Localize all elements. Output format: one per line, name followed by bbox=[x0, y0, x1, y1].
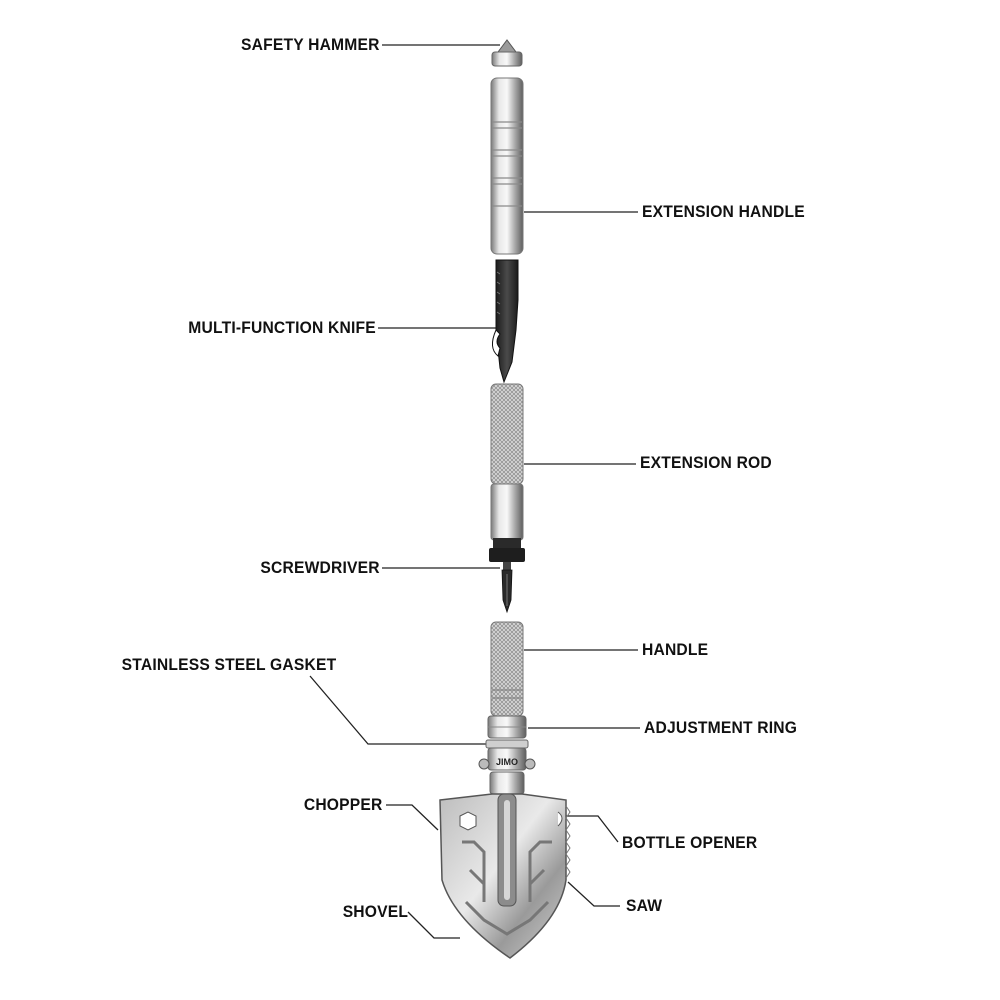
leader-lines bbox=[309, 44, 640, 939]
stainless-steel-gasket-part bbox=[485, 739, 529, 749]
label-extension-handle: EXTENSION HANDLE bbox=[642, 202, 805, 221]
label-extension-rod: EXTENSION ROD bbox=[640, 453, 772, 472]
screwdriver-part bbox=[501, 562, 513, 614]
label-chopper: CHOPPER bbox=[303, 795, 382, 814]
label-safety-hammer: SAFETY HAMMER bbox=[241, 35, 380, 54]
extension-handle-part bbox=[490, 77, 524, 255]
collar-part bbox=[478, 747, 536, 795]
multi-function-knife-part bbox=[492, 259, 519, 384]
label-handle: HANDLE bbox=[642, 640, 709, 659]
adjustment-ring-part bbox=[487, 715, 527, 739]
shovel-blade-part bbox=[439, 793, 571, 959]
label-multi-function-knife: MULTI-FUNCTION KNIFE bbox=[188, 318, 376, 337]
safety-hammer-part bbox=[491, 39, 523, 67]
extension-rod-part bbox=[489, 383, 525, 562]
label-bottle-opener: BOTTLE OPENER bbox=[622, 833, 758, 852]
handle-part bbox=[490, 621, 524, 717]
label-stainless-steel-gasket: STAINLESS STEEL GASKET bbox=[121, 655, 336, 674]
label-saw: SAW bbox=[626, 896, 663, 915]
label-adjustment-ring: ADJUSTMENT RING bbox=[644, 718, 798, 737]
brand-mark: JIMO bbox=[495, 757, 518, 767]
label-screwdriver: SCREWDRIVER bbox=[260, 558, 380, 577]
label-shovel: SHOVEL bbox=[342, 902, 408, 921]
